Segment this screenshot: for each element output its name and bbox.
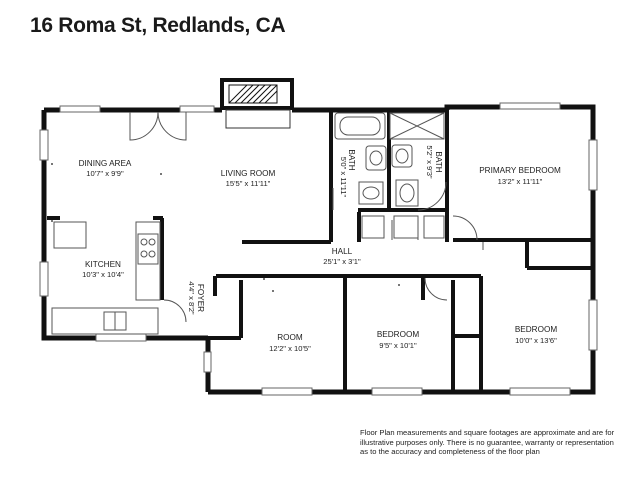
- room-dims-primary-bedroom: 13'2" x 11'11": [498, 177, 543, 186]
- fireplace-icon: [220, 78, 294, 129]
- room-dims-kitchen: 10'3" x 10'4": [82, 270, 124, 279]
- bathroom-fixtures: [334, 112, 445, 239]
- room-name-hall: HALL: [332, 247, 353, 256]
- room-dims-bedroom-3: 10'0" x 13'6": [515, 336, 557, 345]
- room-name-primary-bedroom: PRIMARY BEDROOM: [479, 166, 561, 175]
- floor-plan-disclaimer: Floor Plan measurements and square foota…: [360, 428, 632, 457]
- disclaimer-line: illustrative purposes only. There is no …: [360, 437, 614, 447]
- room-name-bath1: BATH: [347, 149, 356, 170]
- kitchen-fixtures: [51, 221, 161, 335]
- room-name-foyer: FOYER: [196, 284, 205, 312]
- room-name-bath2: BATH: [434, 151, 443, 172]
- property-address-title: 16 Roma St, Redlands, CA: [30, 14, 286, 37]
- room-dims-foyer: 4'4" x 8'2": [187, 281, 196, 315]
- room-dims-bath2: 5'2" x 9'3": [425, 145, 434, 179]
- disclaimer-line: Floor Plan measurements and square foota…: [360, 428, 615, 437]
- room-dims-room: 12'2" x 10'5": [269, 344, 311, 353]
- room-name-bedroom-2: BEDROOM: [377, 330, 419, 339]
- room-dims-dining: 10'7" x 9'9": [86, 169, 124, 178]
- outer-walls: [41, 104, 596, 395]
- room-name-bedroom-3: BEDROOM: [515, 325, 557, 334]
- disclaimer-line: as to the accuracy and completeness of t…: [360, 447, 540, 457]
- hall-markers: [51, 163, 400, 292]
- room-name-living: LIVING ROOM: [221, 169, 276, 178]
- room-dims-hall: 25'1" x 3'1": [323, 257, 361, 266]
- doors: [129, 111, 484, 323]
- room-name-dining: DINING AREA: [79, 159, 132, 168]
- room-labels: DINING AREA 10'7" x 9'9" LIVING ROOM 15'…: [79, 145, 561, 353]
- windows: [39, 102, 598, 396]
- room-dims-bath1: 5'0" x 11'11": [339, 157, 348, 198]
- room-name-kitchen: KITCHEN: [85, 260, 121, 269]
- room-name-room: ROOM: [277, 333, 303, 342]
- room-dims-living: 15'5" x 11'11": [226, 179, 271, 188]
- interior-walls: [47, 110, 593, 392]
- room-dims-bedroom-2: 9'5" x 10'1": [379, 341, 417, 350]
